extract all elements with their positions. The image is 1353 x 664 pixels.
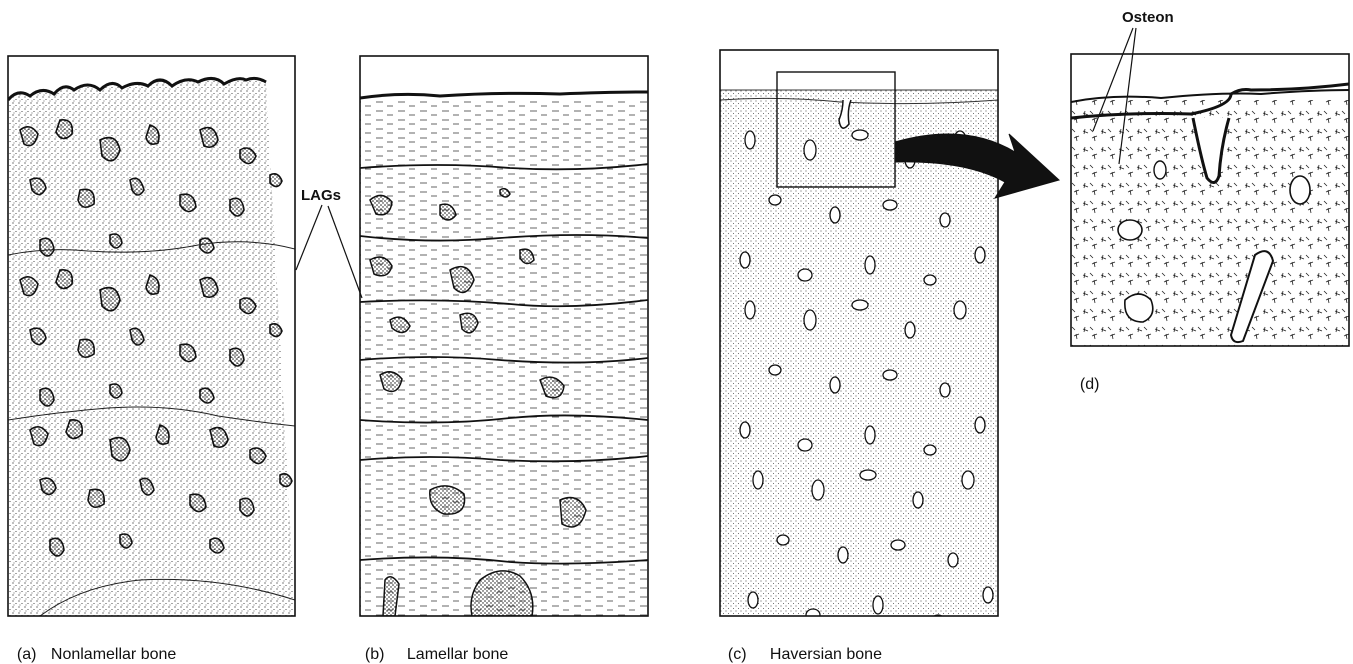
caption-c: (c)Haversian bone	[719, 628, 882, 664]
caption-b-title: Lamellar bone	[407, 646, 508, 663]
panel-d-detail	[1071, 54, 1349, 346]
panel-a-nonlamellar-bone	[8, 56, 295, 616]
lags-label: LAGs	[301, 187, 341, 204]
caption-d-letter: (d)	[1080, 376, 1100, 394]
caption-b-letter: (b)	[365, 646, 407, 664]
caption-a-letter: (a)	[17, 646, 51, 664]
caption-b: (b)Lamellar bone	[356, 628, 508, 664]
panel-b-lamellar-bone	[360, 56, 648, 616]
osteon-label: Osteon	[1122, 9, 1174, 26]
caption-d: (d)	[1071, 358, 1099, 394]
caption-c-letter: (c)	[728, 646, 770, 664]
caption-a: (a)Nonlamellar bone	[8, 628, 176, 664]
caption-a-title: Nonlamellar bone	[51, 646, 176, 663]
lags-leader-lines	[296, 205, 362, 298]
caption-c-title: Haversian bone	[770, 646, 882, 663]
